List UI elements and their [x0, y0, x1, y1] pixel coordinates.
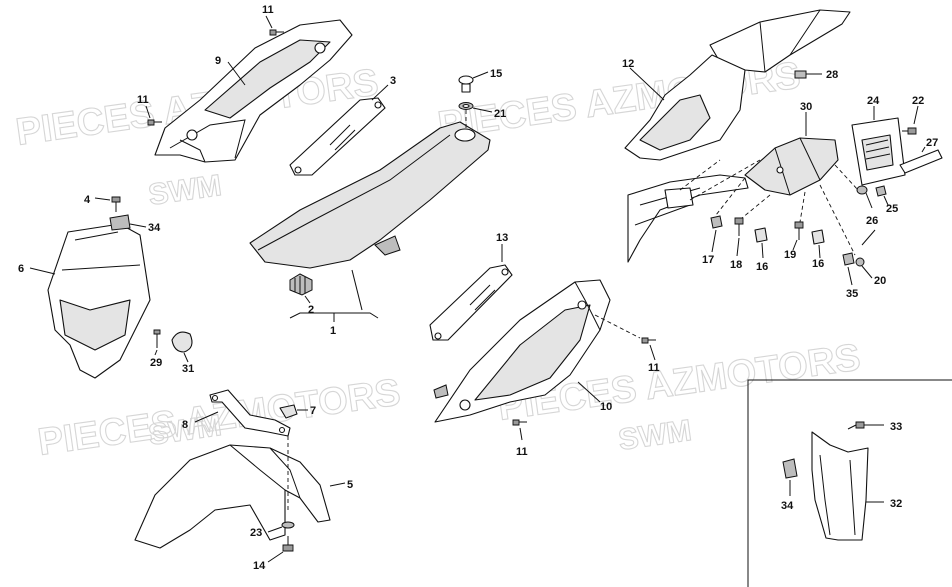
- label-11a: 11: [262, 4, 274, 16]
- label-29: 29: [150, 357, 162, 369]
- label-9: 9: [215, 55, 221, 67]
- watermark-model-3: SWM: [616, 414, 693, 457]
- label-11c: 11: [648, 362, 660, 374]
- label-11d: 11: [516, 446, 528, 458]
- part-15-bolt: [458, 71, 489, 93]
- label-14: 14: [253, 560, 266, 572]
- label-28: 28: [826, 69, 838, 81]
- label-31: 31: [182, 363, 194, 375]
- watermark-model-1: SWM: [146, 169, 223, 212]
- label-34b: 34: [781, 500, 794, 512]
- part-22-bolt: [902, 105, 919, 135]
- label-7: 7: [310, 405, 316, 417]
- label-25: 25: [886, 203, 898, 215]
- part-18-bolt: [734, 217, 744, 257]
- part-28-clip: [794, 70, 822, 79]
- label-16a: 16: [756, 261, 768, 273]
- part-1-seat: [249, 121, 491, 322]
- bolt-11-bottom: [512, 419, 527, 441]
- bolt-11-upper: [265, 15, 284, 36]
- part-7-grommet: [279, 404, 308, 419]
- part-34-nut-front: [109, 214, 147, 231]
- part-16-spacer-a: [754, 227, 768, 259]
- label-32: 32: [890, 498, 902, 510]
- label-35: 35: [846, 288, 858, 300]
- part-6-headlight-mask: [29, 223, 151, 379]
- part-33-screw: [847, 421, 884, 430]
- part-30-bracket: [744, 112, 839, 196]
- part-20-washer: [855, 257, 873, 279]
- label-17: 17: [702, 254, 714, 266]
- part-27-bracket: [899, 146, 943, 174]
- label-20: 20: [874, 275, 886, 287]
- part-19-bolt: [792, 221, 804, 251]
- part-17-nut: [710, 215, 723, 253]
- inset-box: [747, 379, 952, 587]
- label-30: 30: [800, 101, 812, 113]
- label-4: 4: [84, 194, 91, 206]
- label-22: 22: [912, 95, 924, 107]
- part-16-spacer-b: [811, 229, 825, 259]
- label-27: 27: [926, 137, 938, 149]
- label-12: 12: [622, 58, 634, 70]
- label-5: 5: [347, 479, 353, 491]
- label-23: 23: [250, 527, 262, 539]
- part-31-clamp: [171, 331, 193, 363]
- part-29-screw: [153, 329, 161, 356]
- label-26: 26: [866, 215, 878, 227]
- label-10: 10: [600, 401, 612, 413]
- label-21: 21: [494, 108, 506, 120]
- label-18: 18: [730, 259, 742, 271]
- part-34-nut-inset: [782, 458, 798, 496]
- part-21-washer: [458, 102, 493, 128]
- label-2: 2: [308, 304, 314, 316]
- label-1: 1: [330, 325, 336, 337]
- part-24-plate-holder: [851, 106, 906, 186]
- label-6: 6: [18, 263, 24, 275]
- part-10-side-panel: [433, 279, 641, 423]
- label-33: 33: [890, 421, 902, 433]
- bolt-11-left: [145, 105, 162, 126]
- label-3: 3: [390, 75, 396, 87]
- part-2-clip: [289, 273, 313, 304]
- leaders-misc: [227, 61, 876, 246]
- part-4-bolt: [94, 196, 121, 212]
- part-26-washer: [856, 185, 873, 209]
- part-3-side-plate: [289, 84, 389, 176]
- assembly-lines: [715, 164, 859, 256]
- rear-frame: [627, 159, 761, 263]
- part-23-washer: [267, 521, 295, 533]
- label-19: 19: [784, 249, 796, 261]
- bolt-11-side: [641, 337, 656, 361]
- label-15: 15: [490, 68, 502, 80]
- part-35-nut: [842, 252, 855, 286]
- label-13: 13: [496, 232, 508, 244]
- label-24: 24: [867, 95, 880, 107]
- part-12-rear-fender: [624, 9, 851, 161]
- part-labels: 11 9 11 3 15 21 4 34 6 2 1 29 31 7 8 5 2…: [18, 4, 938, 572]
- part-32-mud-flap: [811, 431, 884, 541]
- part-13-side-plate: [429, 244, 513, 341]
- label-8: 8: [182, 419, 188, 431]
- label-16b: 16: [812, 258, 824, 270]
- label-34a: 34: [148, 222, 161, 234]
- part-14-bolt: [267, 536, 294, 563]
- part-25-nut: [875, 185, 889, 206]
- part-5-front-fender: [134, 436, 346, 549]
- label-11b: 11: [137, 94, 149, 106]
- part-9-radiator-shroud: [154, 19, 353, 163]
